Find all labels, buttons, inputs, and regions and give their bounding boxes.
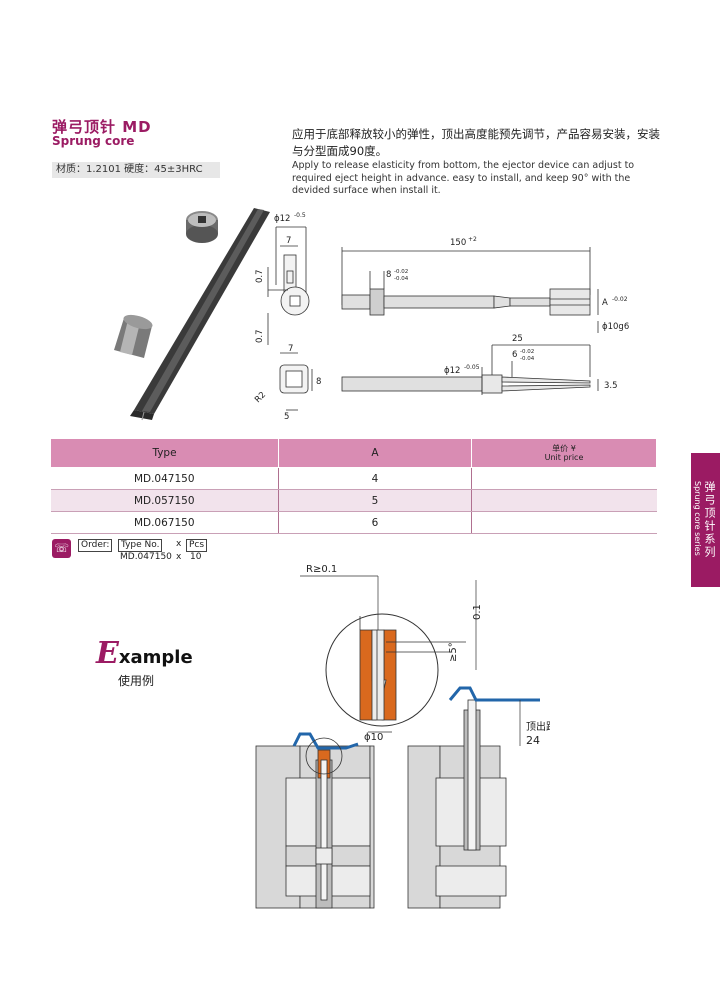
dim-6-tol-up: -0.02 <box>520 349 534 355</box>
col-header-a: A <box>278 438 472 468</box>
col-header-price-cn: 单价 ¥ <box>552 444 576 453</box>
dim-7-label: 7 <box>286 236 291 246</box>
order-label: Order: <box>78 539 113 552</box>
dim-8-tol-up: -0.02 <box>394 269 408 275</box>
order-example-pcs: 10 <box>190 552 202 562</box>
order-example-type: MD.047150 <box>120 552 172 562</box>
table-row: MD.047150 4 <box>50 467 657 490</box>
dim-5-label: 5 <box>284 412 289 422</box>
dim-A-label: A <box>602 298 608 308</box>
order-example-x: x <box>176 552 182 562</box>
description-cn: 应用于底部释放较小的弹性，顶出高度能预先调节，产品容易安装，安装与分型面成90度… <box>292 127 660 158</box>
cell-type: MD.057150 <box>50 489 279 512</box>
dim-25-label: 25 <box>512 334 523 344</box>
example-cap: E <box>96 636 119 671</box>
usage-r-label: R≥0.1 <box>306 564 337 575</box>
dim-phi12b-tol: -0.05 <box>464 364 480 371</box>
cell-type: MD.047150 <box>50 467 279 490</box>
technical-drawing: ϕ12 -0.5 7 0.7 0.7 150 +2 8 -0.02 -0.04 … <box>253 212 629 422</box>
description-en: Apply to release elasticity from bottom,… <box>292 160 635 196</box>
usage-phi10-label: ϕ10 <box>364 732 383 743</box>
side-tab-cn: 弹弓顶针系列 <box>703 481 716 559</box>
usage-01-label: 0.1 <box>472 604 483 620</box>
cell-type: MD.067150 <box>50 511 279 534</box>
product-title-en: Sprung core <box>52 134 135 148</box>
cell-a: 6 <box>278 511 472 534</box>
usage-illustration: R≥0.1 0.1 ≥5° ϕ10 顶出距离 24 <box>255 564 550 909</box>
order-type-no-label: Type No. <box>118 539 163 552</box>
dim-6-tol-dn: -0.04 <box>520 356 535 362</box>
dim-phi10-label: ϕ10g6 <box>602 322 629 332</box>
dim-8-tol-dn: -0.04 <box>394 276 409 282</box>
dim-6-label: 6 <box>512 350 517 360</box>
dim-150-label: 150 <box>450 238 466 248</box>
dim-phi12-label: ϕ12 <box>274 214 290 224</box>
cell-price <box>471 511 657 534</box>
product-photo <box>114 208 270 421</box>
material-spec: 材质：1.2101 硬度：45±3HRC <box>52 162 220 178</box>
dim-R2-label: R2 <box>253 390 268 405</box>
dim-phi12b-label: ϕ12 <box>444 366 460 376</box>
dim-phi12-tol: -0.5 <box>294 212 306 219</box>
cell-price <box>471 467 657 490</box>
usage-eject-val: 24 <box>526 734 540 747</box>
col-header-price-en: Unit price <box>544 453 584 462</box>
table-row: MD.057150 5 <box>50 489 657 512</box>
dim-3-5-label: 3.5 <box>604 381 618 391</box>
dim-7b-label: 7 <box>288 344 293 354</box>
dim-0-7a-label: 0.7 <box>255 269 265 283</box>
dim-150-tol: +2 <box>468 236 477 243</box>
table-row: MD.067150 6 <box>50 511 657 534</box>
order-x-symbol: x <box>176 539 182 549</box>
example-heading: Example <box>96 636 193 671</box>
dim-8b-label: 8 <box>316 377 321 387</box>
example-rest: xample <box>118 647 193 668</box>
example-heading-cn: 使用例 <box>118 674 155 688</box>
dim-A-tol: -0.02 <box>612 296 628 303</box>
product-title-cn: 弹弓顶针 MD <box>52 118 152 136</box>
side-tab-en: Sprung core series <box>693 481 702 556</box>
dim-0-7b-label: 0.7 <box>255 329 265 343</box>
cell-a: 5 <box>278 489 472 512</box>
col-header-price: 单价 ¥ Unit price <box>471 438 657 468</box>
usage-angle-label: ≥5° <box>448 642 459 662</box>
spec-table: Type A 单价 ¥ Unit price MD.047150 4 MD.05… <box>50 438 657 534</box>
order-pcs-label: Pcs <box>186 539 208 552</box>
phone-icon: ☏ <box>52 539 71 558</box>
cell-a: 4 <box>278 467 472 490</box>
dim-8-label: 8 <box>386 270 391 280</box>
series-side-tab: 弹弓顶针系列 Sprung core series <box>691 453 720 587</box>
cell-price <box>471 489 657 512</box>
usage-eject-cn: 顶出距离 <box>526 720 550 733</box>
col-header-type: Type <box>50 438 279 468</box>
